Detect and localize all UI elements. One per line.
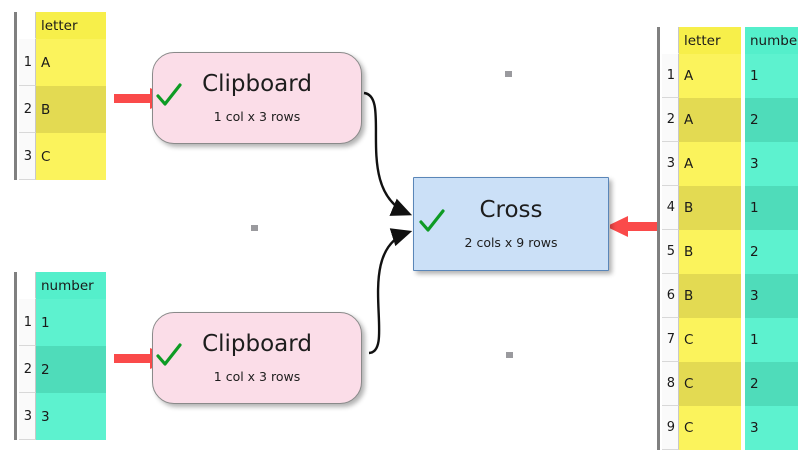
table-cell[interactable]: 3 — [745, 142, 798, 186]
table-left-rail-inner — [17, 272, 19, 440]
row-number[interactable]: 2 — [657, 98, 679, 142]
table-cell[interactable]: 1 — [745, 318, 798, 362]
row-gutter-corner — [14, 272, 36, 299]
table-cell[interactable]: A — [679, 142, 745, 186]
grid-dot — [506, 352, 513, 358]
table-cell[interactable]: 1 — [745, 54, 798, 98]
node-title: Cross — [479, 196, 543, 223]
grid-dot — [251, 225, 258, 231]
row-number[interactable]: 3 — [14, 393, 36, 440]
row-number[interactable]: 6 — [657, 274, 679, 318]
table-left-rail — [14, 272, 17, 440]
column-header-letter[interactable]: letter — [679, 27, 745, 54]
node-subtitle: 2 cols x 9 rows — [464, 234, 558, 250]
node-title: Clipboard — [202, 330, 312, 357]
table-cell[interactable]: 2 — [745, 230, 798, 274]
column-header-number[interactable]: number — [745, 27, 798, 54]
table-cell[interactable]: C — [679, 362, 745, 406]
table-cell[interactable]: C — [679, 318, 745, 362]
table-cell[interactable]: 2 — [745, 98, 798, 142]
table-cell[interactable]: 3 — [745, 274, 798, 318]
table-cell[interactable]: 3 — [745, 406, 798, 450]
table-cell[interactable]: B — [679, 186, 745, 230]
row-number[interactable]: 2 — [14, 346, 36, 393]
table-left-rail-inner — [17, 12, 19, 180]
column-header-letter[interactable]: letter — [36, 12, 110, 39]
table-cell[interactable]: 2 — [36, 346, 110, 393]
node-subtitle: 1 col x 3 rows — [213, 108, 301, 124]
grid-dot — [505, 71, 512, 77]
node-clipboard-top[interactable]: Clipboard 1 col x 3 rows — [152, 52, 362, 144]
table-header-row: letter — [14, 12, 114, 39]
table-left-rail-inner — [660, 27, 662, 450]
row-number[interactable]: 2 — [14, 86, 36, 133]
table-cell[interactable]: 1 — [36, 299, 110, 346]
table-cell[interactable]: B — [679, 230, 745, 274]
table-header-row: number — [14, 272, 114, 299]
node-title: Clipboard — [202, 70, 312, 97]
table-cell[interactable]: B — [36, 86, 110, 133]
row-number[interactable]: 7 — [657, 318, 679, 362]
row-number[interactable]: 3 — [14, 133, 36, 180]
row-number[interactable]: 3 — [657, 142, 679, 186]
table-cell[interactable]: A — [679, 54, 745, 98]
node-clipboard-bottom[interactable]: Clipboard 1 col x 3 rows — [152, 312, 362, 404]
table-cell[interactable]: C — [36, 133, 110, 180]
table-left-rail — [657, 27, 660, 450]
node-cross[interactable]: Cross 2 cols x 9 rows — [413, 177, 609, 271]
table-left-rail — [14, 12, 17, 180]
table-cell[interactable]: 3 — [36, 393, 110, 440]
table-cell[interactable]: A — [36, 39, 110, 86]
node-subtitle: 1 col x 3 rows — [213, 368, 301, 384]
table-cell[interactable]: C — [679, 406, 745, 450]
table-cell[interactable]: 2 — [745, 362, 798, 406]
table-cell[interactable]: A — [679, 98, 745, 142]
row-gutter-corner — [657, 27, 679, 54]
table-cell[interactable]: B — [679, 274, 745, 318]
row-number[interactable]: 8 — [657, 362, 679, 406]
row-number[interactable]: 5 — [657, 230, 679, 274]
column-header-number[interactable]: number — [36, 272, 110, 299]
row-number[interactable]: 1 — [14, 299, 36, 346]
row-gutter-corner — [14, 12, 36, 39]
row-number[interactable]: 1 — [657, 54, 679, 98]
row-number[interactable]: 4 — [657, 186, 679, 230]
row-number[interactable]: 1 — [14, 39, 36, 86]
table-cell[interactable]: 1 — [745, 186, 798, 230]
